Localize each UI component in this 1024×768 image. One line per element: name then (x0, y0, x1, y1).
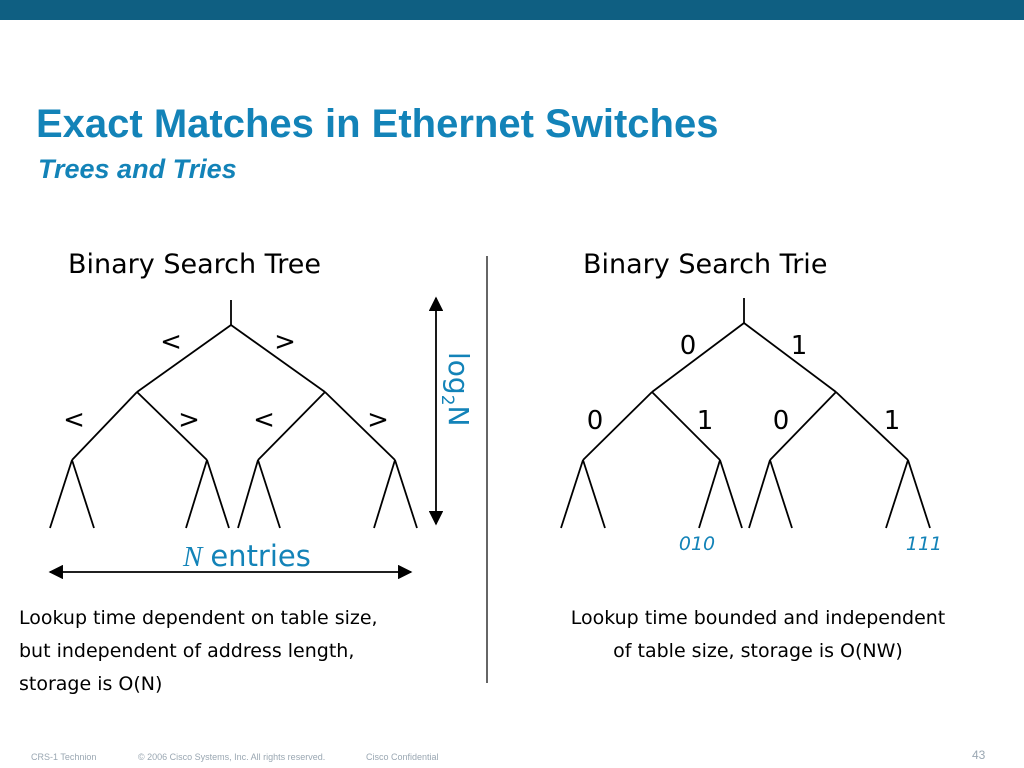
trie-heading: Binary Search Trie (583, 249, 828, 280)
bst-caption-line: but independent of address length, (19, 640, 355, 662)
trie-label-l1-right: 1 (791, 331, 808, 361)
footer-confidential: Cisco Confidential (366, 752, 439, 762)
bst-caption-line: storage is O(N) (19, 673, 163, 695)
footer-copyright: © 2006 Cisco Systems, Inc. All rights re… (138, 752, 326, 762)
trie-label-l2-4: 1 (884, 406, 901, 436)
bst-label-l1-right: > (274, 327, 296, 357)
bst-caption: Lookup time dependent on table size, but… (19, 602, 378, 701)
trie-label-l2-3: 0 (773, 406, 790, 436)
trie-label-l2-1: 0 (587, 406, 604, 436)
slide-subtitle: Trees and Tries (38, 154, 237, 184)
height-label-sub: 2 (437, 395, 457, 406)
height-label-log: log (442, 352, 475, 395)
bst-tree (49, 300, 418, 529)
bst-label-l2-4: > (367, 405, 389, 435)
bst-label-l2-1: < (63, 405, 85, 435)
trie-tree (560, 298, 931, 529)
bst-label-l2-3: < (253, 405, 275, 435)
bst-caption-line: Lookup time dependent on table size, (19, 607, 378, 629)
svg-text:log2N: log2N (437, 352, 475, 426)
trie-label-l2-2: 1 (697, 406, 714, 436)
trie-leaf-label-right: 111 (906, 533, 942, 555)
slide-title: Exact Matches in Ethernet Switches (36, 102, 719, 146)
trie-label-l1-left: 0 (680, 331, 697, 361)
page-number: 43 (972, 748, 986, 762)
footer-course: CRS-1 Technion (31, 752, 97, 762)
trie-caption-line: of table size, storage is O(NW) (613, 640, 903, 662)
bst-label-l2-2: > (178, 405, 200, 435)
bst-heading: Binary Search Tree (68, 249, 321, 280)
height-label: log2N (437, 352, 475, 426)
bst-label-l1-left: < (160, 327, 182, 357)
trie-leaf-label-left: 010 (679, 533, 715, 555)
width-label-entries: entries (210, 539, 311, 573)
trie-caption-line: Lookup time bounded and independent (570, 607, 946, 629)
trie-caption: Lookup time bounded and independent of t… (520, 602, 996, 668)
top-banner (0, 0, 1024, 20)
width-label-n: N (182, 541, 204, 573)
height-label-n: N (442, 406, 475, 427)
